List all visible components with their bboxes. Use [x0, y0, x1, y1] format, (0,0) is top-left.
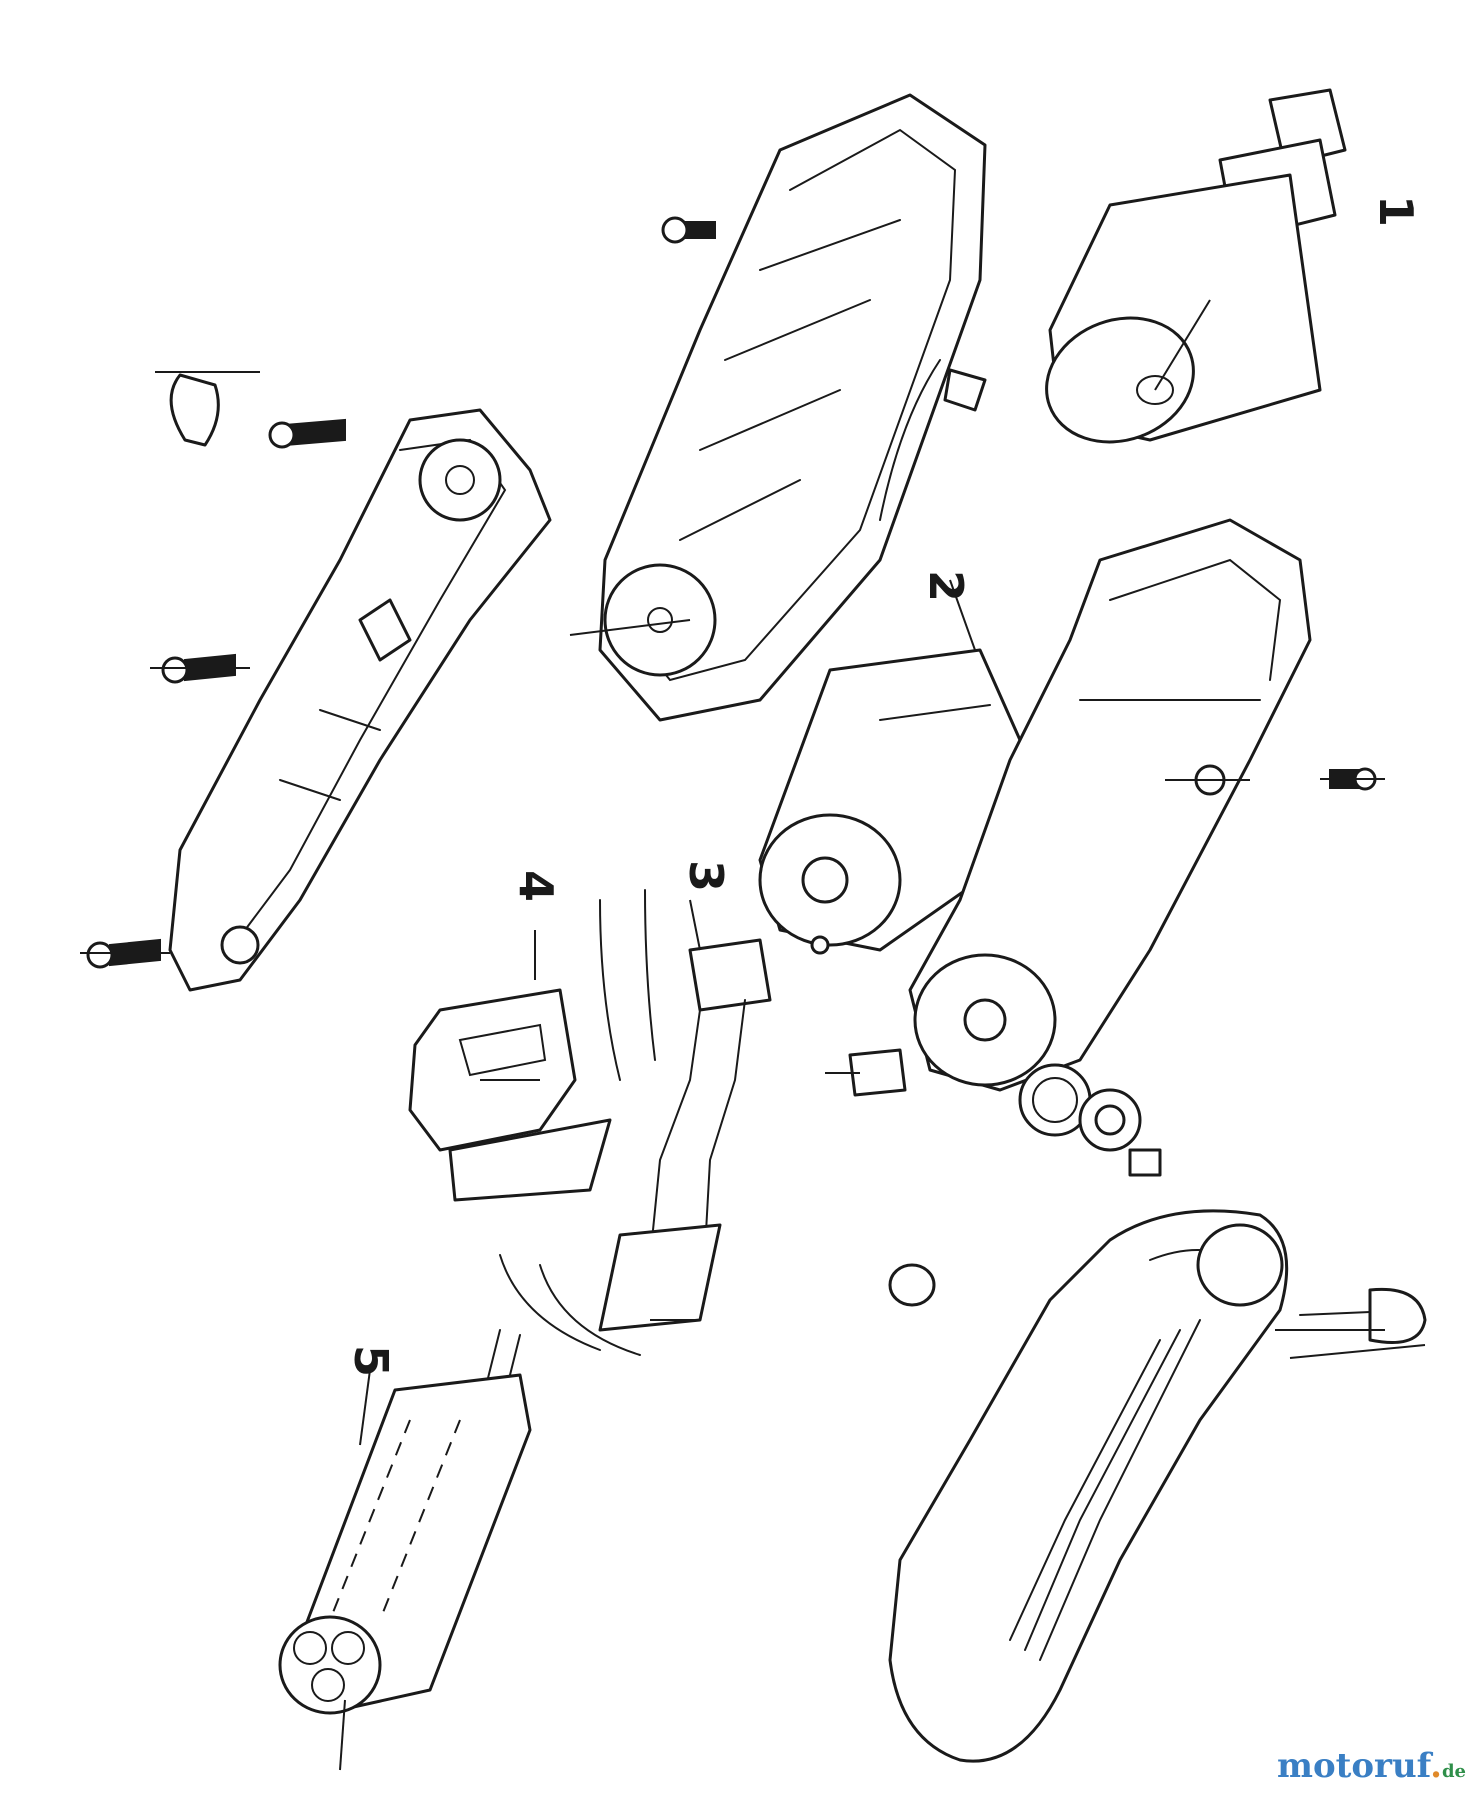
- callout-3: 3: [679, 860, 733, 892]
- watermark-dot: .: [1430, 1746, 1442, 1786]
- svg-text:4: 4: [509, 870, 563, 902]
- wire-arc-part: [499, 1254, 641, 1356]
- callout-5: 5: [344, 1345, 398, 1377]
- svg-text:3: 3: [679, 860, 733, 892]
- gear-head-part: [1045, 88, 1347, 444]
- watermark-tld: de: [1441, 1761, 1466, 1782]
- cap-part: [888, 1263, 936, 1307]
- left-clip-part: [155, 371, 260, 447]
- screw-lower-left: [80, 938, 170, 969]
- motor-part: [758, 579, 1022, 955]
- callout-1: 1: [1369, 195, 1423, 227]
- svg-text:2: 2: [919, 570, 973, 602]
- svg-text:5: 5: [344, 1345, 398, 1377]
- left-handle-shell: [168, 408, 552, 992]
- screw-top-center: [661, 216, 716, 244]
- watermark-brand: motoruf: [1277, 1746, 1431, 1786]
- battery-holder-part: [408, 889, 656, 1202]
- screw-upper-left: [268, 418, 346, 449]
- lower-handle-part: [888, 1209, 1427, 1763]
- screw-mid-left: [150, 653, 250, 684]
- watermark-logo: motoruf.de: [1277, 1746, 1466, 1786]
- svg-text:1: 1: [1369, 195, 1423, 227]
- callout-2: 2: [919, 570, 973, 602]
- screw-right: [1320, 767, 1385, 791]
- callout-4: 4: [509, 870, 563, 902]
- switch-part: [598, 899, 772, 1332]
- right-housing-shell: [825, 518, 1312, 1177]
- upper-housing-shell: [569, 93, 987, 722]
- battery-part: [278, 1329, 532, 1771]
